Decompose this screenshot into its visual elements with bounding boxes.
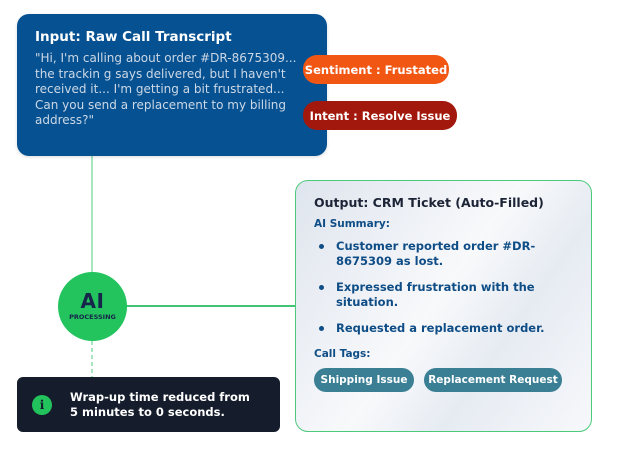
crm-ticket-card: Output: CRM Ticket (Auto-Filled) AI Summ…: [295, 180, 592, 432]
banner-text: Wrap-up time reduced from 5 minutes to 0…: [70, 390, 250, 420]
summary-item-text: Customer reported order #DR-8675309 as l…: [336, 239, 536, 268]
call-tags-label: Call Tags:: [314, 348, 371, 360]
banner-line-1: Wrap-up time reduced from: [70, 389, 250, 404]
sentiment-pill: Sentiment : Frustated: [303, 55, 449, 84]
ai-processing-node: AI PROCESSING: [58, 272, 127, 341]
tag-replacement-request[interactable]: Replacement Request: [424, 368, 562, 392]
bullet-icon: [319, 244, 324, 249]
bullet-icon: [319, 285, 324, 290]
summary-item: Customer reported order #DR-8675309 as l…: [314, 239, 556, 269]
transcript-title: Input: Raw Call Transcript: [35, 29, 232, 45]
wrap-up-banner: i Wrap-up time reduced from 5 minutes to…: [17, 377, 280, 432]
connector-ai-to-crm: [126, 305, 296, 307]
banner-line-2: 5 minutes to 0 seconds.: [70, 404, 225, 419]
connector-ai-to-banner: [91, 341, 93, 377]
summary-item-text: Expressed frustration with the situation…: [336, 280, 535, 309]
ai-label: AI: [80, 289, 105, 313]
intent-pill: Intent : Resolve Issue: [303, 101, 457, 130]
connector-transcript-to-ai: [91, 156, 93, 273]
info-icon: i: [32, 394, 52, 415]
summary-list: Customer reported order #DR-8675309 as l…: [314, 239, 591, 336]
bullet-icon: [319, 326, 324, 331]
summary-item: Expressed frustration with the situation…: [314, 280, 556, 310]
ai-summary-label: AI Summary:: [314, 218, 390, 230]
call-tags: Shipping Issue Replacement Request: [314, 368, 591, 392]
summary-item: Requested a replacement order.: [314, 321, 556, 336]
transcript-card: Input: Raw Call Transcript "Hi, I'm call…: [17, 14, 327, 156]
processing-label: PROCESSING: [69, 313, 116, 321]
transcript-text: "Hi, I'm calling about order #DR-8675309…: [35, 51, 297, 127]
tag-shipping-issue[interactable]: Shipping Issue: [314, 368, 414, 392]
summary-item-text: Requested a replacement order.: [336, 321, 545, 335]
crm-title: Output: CRM Ticket (Auto-Filled): [314, 195, 544, 210]
